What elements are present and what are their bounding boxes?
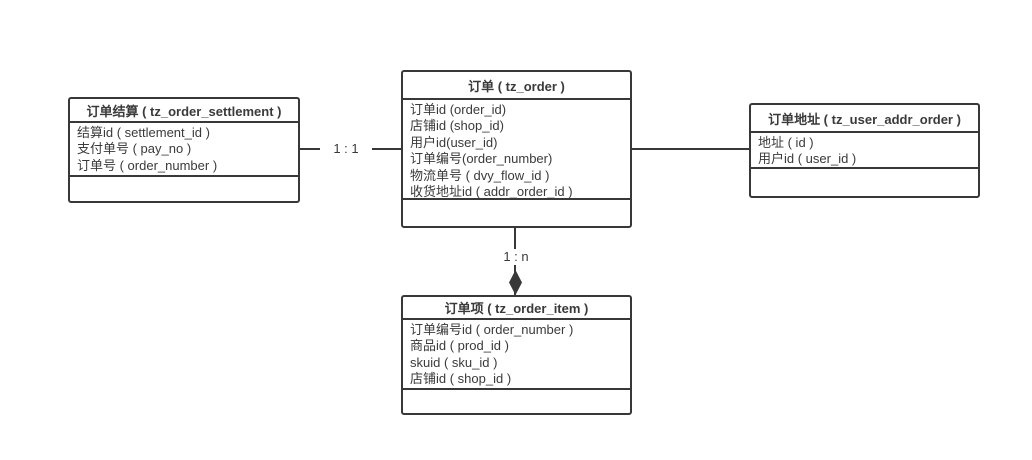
- entity-field: 结算id ( settlement_id ): [77, 125, 210, 140]
- diamond-arrow-icon: [509, 270, 522, 295]
- entity-footer: [403, 200, 630, 226]
- entity-order-item[interactable]: 订单项 ( tz_order_item ) 订单编号id ( order_num…: [401, 295, 632, 415]
- entity-field: 订单id (order_id): [410, 102, 507, 117]
- entity-field-list: 订单id (order_id) 店铺id (shop_id) 用户id(user…: [403, 100, 630, 200]
- entity-field: 订单编号(order_number): [410, 151, 553, 167]
- entity-field: 订单号 ( order_number ): [77, 157, 218, 173]
- entity-field: 收货地址id ( addr_order_id ): [410, 184, 573, 200]
- entity-order-settlement[interactable]: 订单结算 ( tz_order_settlement ) 结算id ( sett…: [68, 97, 300, 203]
- entity-title: 订单项 ( tz_order_item ): [403, 297, 630, 320]
- entity-field: 用户id(user_id): [410, 134, 498, 150]
- entity-field: 用户id ( user_id ): [758, 151, 857, 167]
- entity-footer: [403, 390, 630, 413]
- entity-order[interactable]: 订单 ( tz_order ) 订单id (order_id) 店铺id (sh…: [401, 70, 632, 228]
- entity-field: 店铺id ( shop_id ): [410, 371, 512, 387]
- entity-field: 地址 ( id ): [758, 135, 814, 150]
- entity-footer: [751, 169, 978, 196]
- entity-title: 订单 ( tz_order ): [403, 72, 630, 100]
- cardinality-label-1-1: 1 : 1: [320, 141, 372, 157]
- entity-field: 支付单号 ( pay_no ): [77, 141, 192, 157]
- connector-order-address-line: [631, 148, 750, 150]
- entity-field: 商品id ( prod_id ): [410, 338, 509, 354]
- entity-field: 订单编号id ( order_number ): [410, 322, 574, 337]
- entity-field-list: 结算id ( settlement_id ) 支付单号 ( pay_no ) 订…: [70, 123, 298, 177]
- entity-order-address[interactable]: 订单地址 ( tz_user_addr_order ) 地址 ( id ) 用户…: [749, 103, 980, 198]
- entity-field: 物流单号 ( dvy_flow_id ): [410, 167, 550, 183]
- entity-title: 订单地址 ( tz_user_addr_order ): [751, 105, 978, 133]
- entity-field: skuid ( sku_id ): [410, 354, 498, 370]
- entity-title: 订单结算 ( tz_order_settlement ): [70, 99, 298, 123]
- entity-field-list: 订单编号id ( order_number ) 商品id ( prod_id )…: [403, 320, 630, 390]
- entity-field: 店铺id (shop_id): [410, 118, 504, 134]
- entity-footer: [70, 177, 298, 201]
- entity-field-list: 地址 ( id ) 用户id ( user_id ): [751, 133, 978, 169]
- cardinality-label-1-n: 1 : n: [490, 249, 542, 265]
